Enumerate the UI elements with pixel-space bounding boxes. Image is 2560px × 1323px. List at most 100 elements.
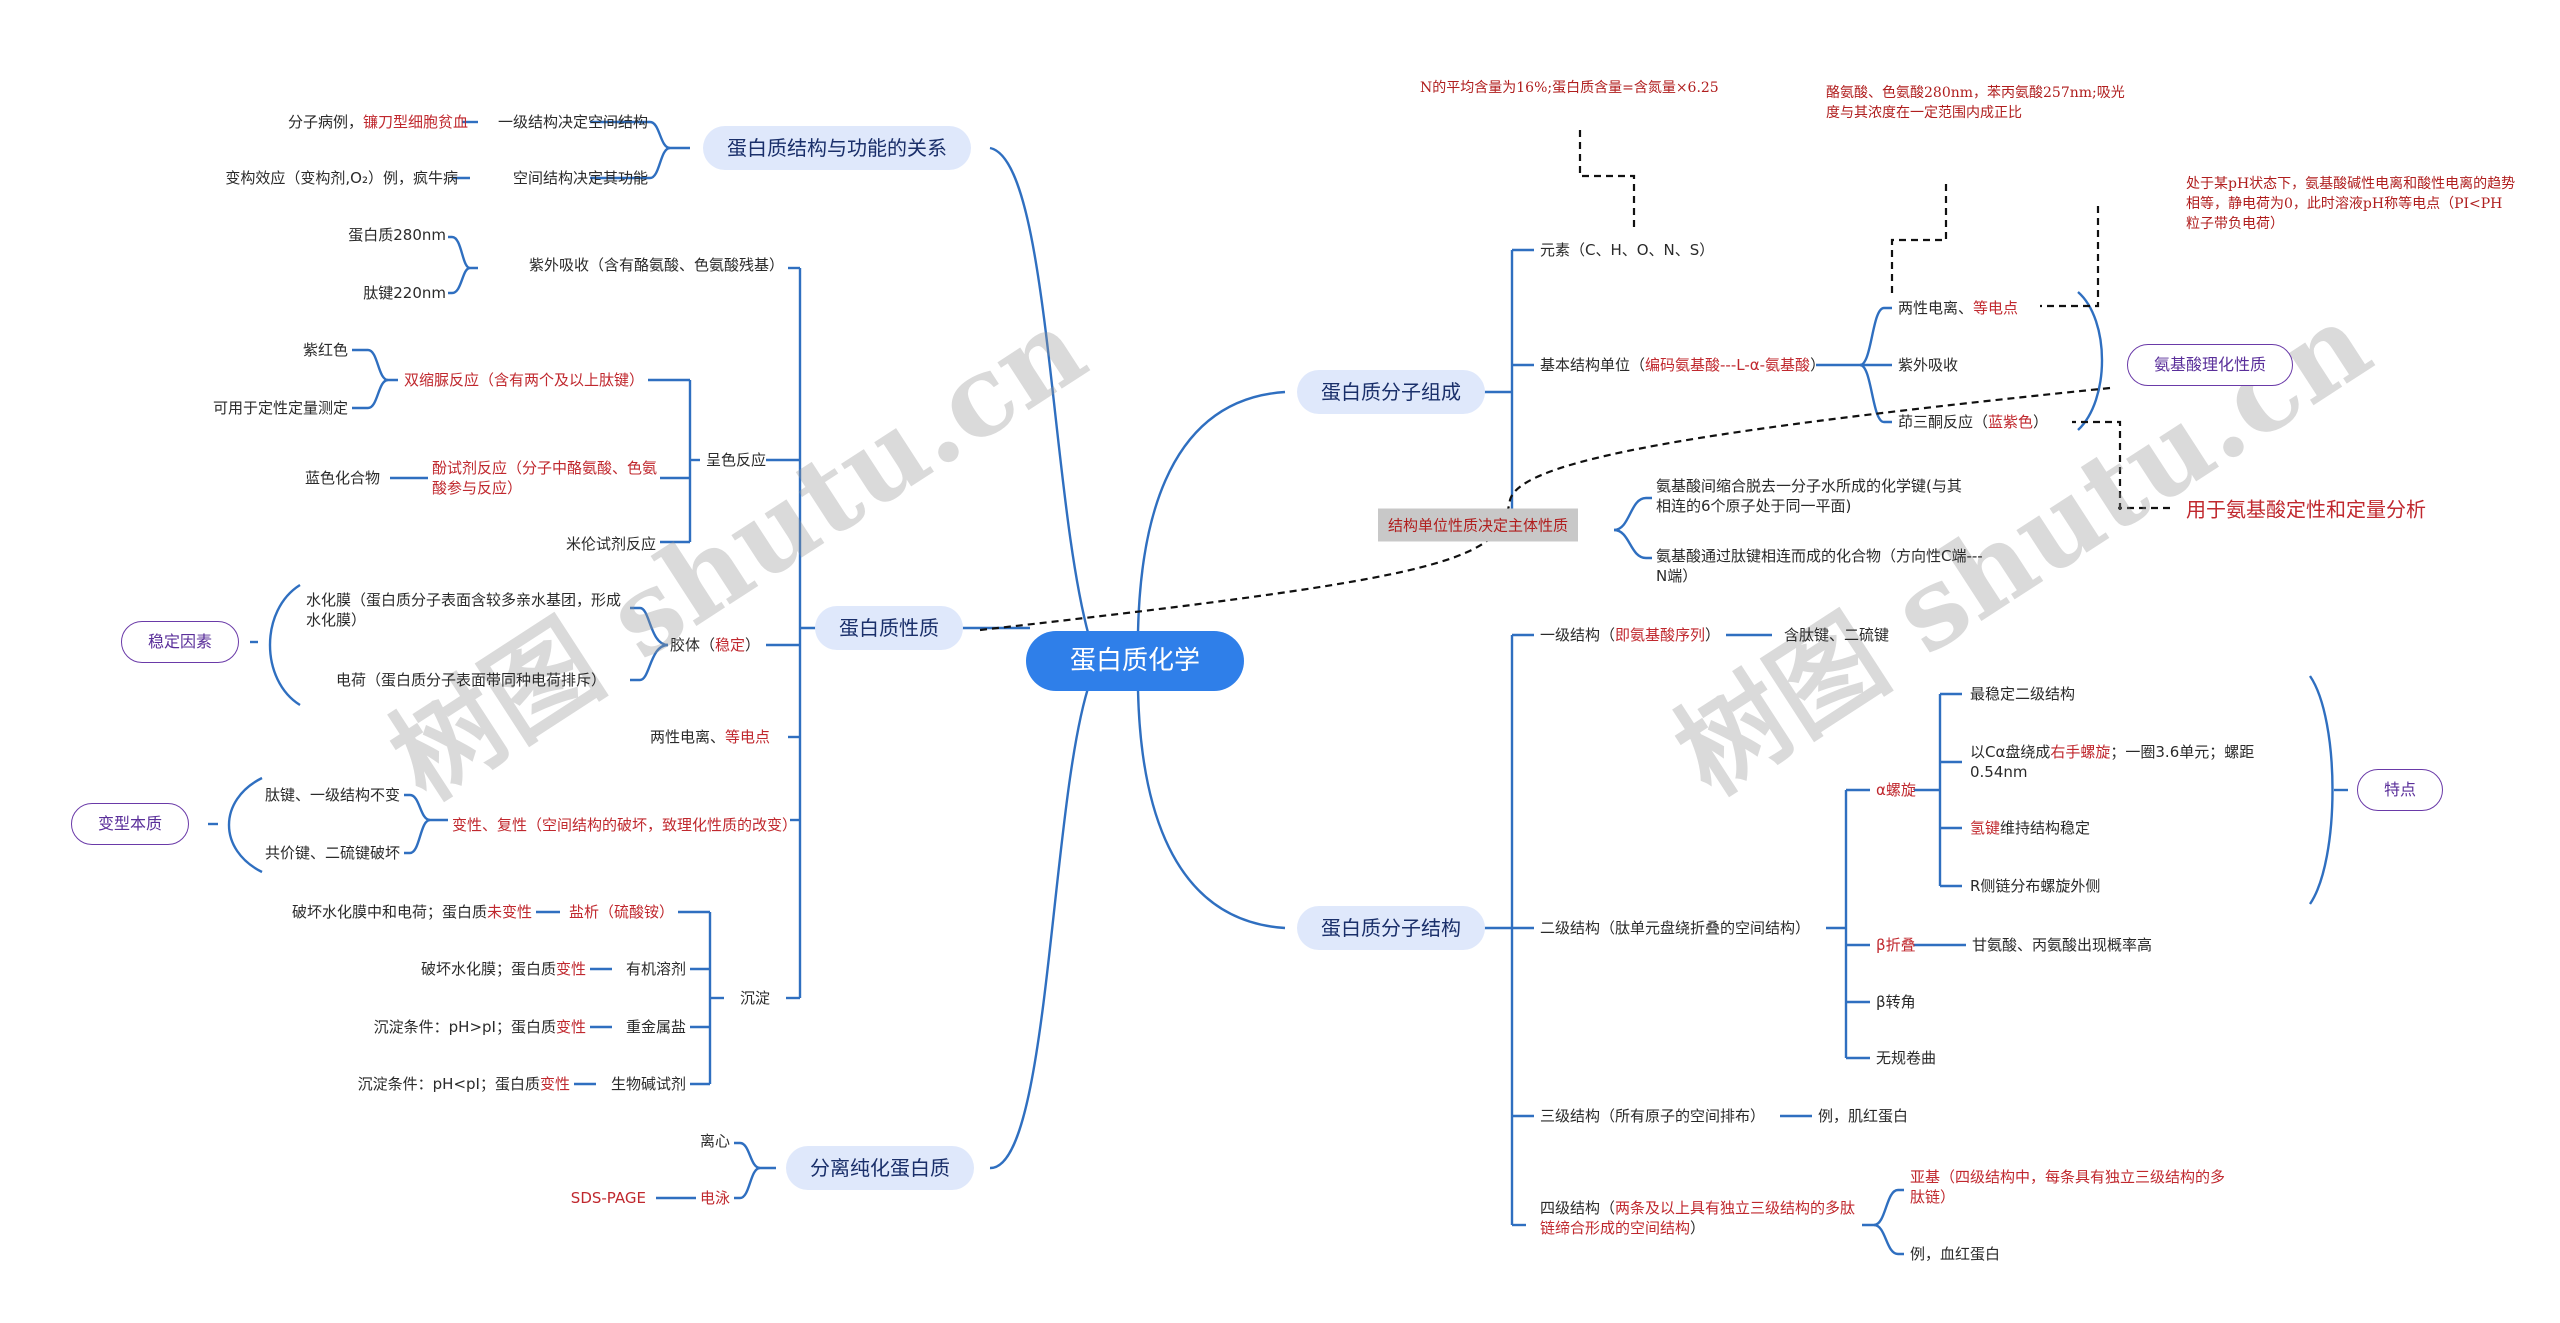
denature-covalent-broken[interactable]: 共价键、二硫键破坏: [264, 844, 400, 862]
denature-peptide-intact[interactable]: 肽键、一级结构不变: [264, 786, 400, 804]
alpha-right-handed[interactable]: 以Cα盘绕成右手螺旋；一圈3.6单元；螺距0.54nm: [1970, 742, 2280, 782]
colloid-text-end: ）: [744, 636, 760, 654]
quaternary-text-end: ）: [1690, 1219, 1706, 1237]
subunit-label: 亚基: [1910, 1168, 1941, 1186]
organic-solvent[interactable]: 有机溶剂: [625, 960, 686, 978]
branch-composition[interactable]: 蛋白质分子组成: [1297, 370, 1485, 414]
uv-absorption[interactable]: 紫外吸收（含有酪氨酸、色氨酸残基）: [528, 256, 784, 274]
unit-text-end: ）: [1810, 356, 1826, 374]
branch-properties[interactable]: 蛋白质性质: [815, 606, 963, 650]
ninhydrin-color: 蓝紫色: [1988, 413, 2034, 431]
aa-isoelectric: 等电点: [1973, 299, 2019, 317]
relation-item-1-example[interactable]: 分子病例，镰刀型细胞贫血: [288, 112, 468, 132]
relation-item-1[interactable]: 一级结构决定空间结构: [497, 113, 648, 131]
random-coil[interactable]: 无规卷曲: [1876, 1049, 1937, 1067]
heavy-metal-note[interactable]: 沉淀条件：pH>pI；蛋白质变性: [374, 1017, 586, 1037]
heavy-metal-salt[interactable]: 重金属盐: [625, 1018, 686, 1036]
primary-bonds[interactable]: 含肽键、二硫键: [1784, 626, 1890, 644]
alkaloid-reagent[interactable]: 生物碱试剂: [610, 1075, 686, 1093]
beta-sheet-residues[interactable]: 甘氨酸、丙氨酸出现概率高: [1972, 936, 2153, 954]
salting-out[interactable]: 盐析（硫酸铵）: [568, 903, 674, 921]
tertiary-structure[interactable]: 三级结构（所有原子的空间排布）: [1540, 1107, 1766, 1125]
secondary-structure[interactable]: 二级结构（肽单元盘绕折叠的空间结构）: [1540, 919, 1811, 937]
uv-peptide-220[interactable]: 肽键220nm: [363, 284, 446, 302]
relation-item-2[interactable]: 空间结构决定其功能: [512, 169, 648, 187]
note-isoelectric: 处于某pH状态下，氨基酸碱性电离和酸性电离的趋势相等，静电荷为0，此时溶液pH称…: [2186, 176, 2516, 232]
folin-reaction[interactable]: 酚试剂反应（分子中酪氨酸、色氨酸参与反应）: [432, 459, 658, 497]
colloid[interactable]: 胶体（稳定）: [670, 635, 760, 655]
folin-blue-compound[interactable]: 蓝色化合物: [304, 469, 380, 487]
aa-analysis-note[interactable]: 用于氨基酸定性和定量分析: [2186, 497, 2426, 522]
peptide[interactable]: 氨基酸通过肽键相连而成的化合物（方向性C端---N端）: [1656, 547, 1983, 585]
branch-relation[interactable]: 蛋白质结构与功能的关系: [703, 126, 971, 170]
centrifuge[interactable]: 离心: [699, 1132, 730, 1150]
aa-uv[interactable]: 紫外吸收: [1898, 356, 1959, 374]
note-highlight: 未变性: [486, 903, 532, 921]
tag-stability-factor[interactable]: 稳定因素: [120, 621, 240, 663]
note-text: 破坏水化膜中和电荷；蛋白质: [291, 903, 487, 921]
primary-structure[interactable]: 一级结构（即氨基酸序列）: [1540, 625, 1720, 645]
tag-features[interactable]: 特点: [2356, 769, 2444, 811]
precipitation[interactable]: 沉淀: [739, 989, 770, 1007]
hbond-text: 维持结构稳定: [2000, 819, 2091, 837]
alpha-hydrogen-bond[interactable]: 氢键维持结构稳定: [1970, 818, 2090, 838]
denaturation[interactable]: 变性、复性（空间结构的破坏，致理化性质的改变）: [452, 816, 798, 834]
hbond-highlight: 氢键: [1970, 819, 2001, 837]
salting-out-note[interactable]: 破坏水化膜中和电荷；蛋白质未变性: [292, 902, 532, 922]
colloid-text: 胶体（: [669, 636, 715, 654]
organic-solvent-note[interactable]: 破坏水化膜；蛋白质变性: [421, 959, 586, 979]
primary-text: 一级结构（: [1540, 626, 1616, 644]
alpha-r-side-chain[interactable]: R侧链分布螺旋外侧: [1970, 877, 2101, 895]
branch-structure[interactable]: 蛋白质分子结构: [1297, 906, 1485, 950]
aa-amphoteric-text: 两性电离、: [1898, 299, 1974, 317]
uv-protein-280[interactable]: 蛋白质280nm: [348, 226, 446, 244]
peptide-bond[interactable]: 氨基酸间缩合脱去一分子水所成的化学键(与其相连的6个原子处于同一平面): [1656, 477, 1962, 515]
beta-sheet[interactable]: β折叠: [1876, 936, 1916, 954]
colloid-stable: 稳定: [714, 636, 745, 654]
ninhydrin-text: 茚三酮反应（: [1898, 413, 1989, 431]
amphoteric-text: 两性电离、: [649, 728, 725, 746]
tertiary-example[interactable]: 例，肌红蛋白: [1818, 1107, 1909, 1125]
example-text: 分子病例，: [287, 113, 363, 131]
ninhydrin-text-end: ）: [2033, 413, 2049, 431]
tag-denature-essence[interactable]: 变型本质: [70, 803, 190, 845]
branch-separation[interactable]: 分离纯化蛋白质: [786, 1146, 974, 1190]
alpha-helix[interactable]: α螺旋: [1876, 781, 1916, 799]
tag-aa-properties[interactable]: 氨基酸理化性质: [2126, 344, 2294, 386]
note-highlight: 变性: [555, 960, 586, 978]
electrophoresis[interactable]: 电泳: [699, 1189, 730, 1207]
isoelectric-point: 等电点: [724, 728, 770, 746]
color-reaction[interactable]: 呈色反应: [705, 451, 766, 469]
colloid-charge[interactable]: 电荷（蛋白质分子表面带同种电荷排斥）: [336, 671, 607, 689]
root-node[interactable]: 蛋白质化学: [1025, 631, 1245, 691]
note-text: 沉淀条件：pH<pI；蛋白质: [357, 1075, 540, 1093]
helix-highlight: 右手螺旋: [2050, 743, 2111, 761]
quaternary-example[interactable]: 例，血红蛋白: [1910, 1245, 2001, 1263]
quaternary-highlight: 两条及以上具有独立三级结构的多肽链缔合形成的空间结构: [1540, 1199, 1856, 1237]
amphoteric-left[interactable]: 两性电离、等电点: [650, 727, 770, 747]
aa-ninhydrin[interactable]: 茚三酮反应（蓝紫色）: [1898, 412, 2048, 432]
biuret-purple[interactable]: 紫红色: [302, 341, 348, 359]
subunit[interactable]: 亚基（四级结构中，每条具有独立三级结构的多肽链）: [1910, 1167, 2240, 1207]
biuret-reaction[interactable]: 双缩脲反应（含有两个及以上肽键）: [403, 371, 644, 389]
relation-item-2-example[interactable]: 变构效应（变构剂,O₂）例，疯牛病: [225, 169, 458, 187]
sds-page[interactable]: SDS-PAGE: [570, 1189, 646, 1207]
quaternary-structure[interactable]: 四级结构（两条及以上具有独立三级结构的多肽链缔合形成的空间结构）: [1540, 1198, 1870, 1238]
biuret-quant[interactable]: 可用于定性定量测定: [212, 399, 348, 417]
colloid-hydration[interactable]: 水化膜（蛋白质分子表面含较多亲水基团，形成水化膜）: [306, 591, 622, 629]
millon-reaction[interactable]: 米伦试剂反应: [565, 535, 656, 553]
elements[interactable]: 元素（C、H、O、N、S）: [1540, 241, 1715, 259]
basic-unit[interactable]: 基本结构单位（编码氨基酸---L-α-氨基酸）: [1540, 355, 1825, 375]
unit-determines-nature[interactable]: 结构单位性质决定主体性质: [1378, 508, 1579, 542]
beta-turn[interactable]: β转角: [1876, 993, 1916, 1011]
alpha-most-stable[interactable]: 最稳定二级结构: [1970, 685, 2076, 703]
unit-highlight: 编码氨基酸---L-α-氨基酸: [1645, 356, 1811, 374]
note-text: 沉淀条件：pH>pI；蛋白质: [373, 1018, 556, 1036]
alkaloid-note[interactable]: 沉淀条件：pH<pI；蛋白质变性: [358, 1074, 570, 1094]
example-highlight: 镰刀型细胞贫血: [362, 113, 468, 131]
helix-text: 以Cα盘绕成: [1970, 743, 2051, 761]
aa-amphoteric[interactable]: 两性电离、等电点: [1898, 298, 2018, 318]
quaternary-text: 四级结构（: [1540, 1199, 1616, 1217]
